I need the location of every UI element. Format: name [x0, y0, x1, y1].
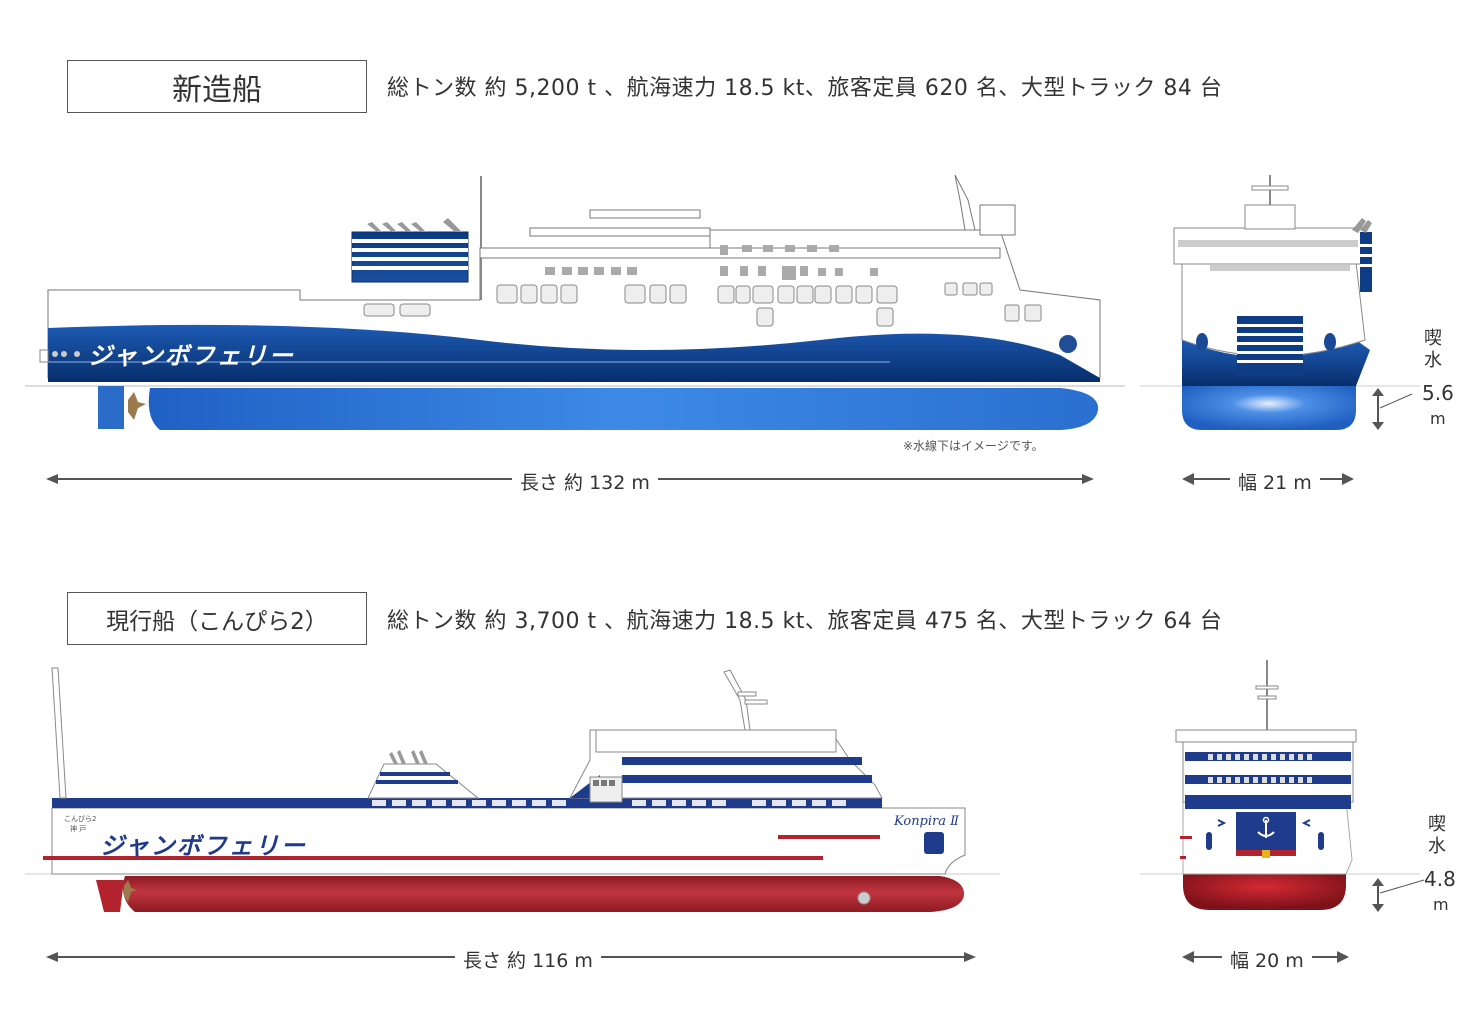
current-ship-length-label: 長さ 約 116 m: [455, 946, 601, 973]
new-ship-beam-label: 幅 21 m: [1230, 468, 1320, 495]
current-ship-draft-value: 4.8: [1424, 867, 1456, 891]
new-ship-length-label: 長さ 約 132 m: [512, 468, 658, 495]
new-ship-title-box: 新造船: [67, 60, 367, 113]
new-ship-specs: 総トン数 約 5,200 t 、航海速力 18.5 kt、旅客定員 620 名、…: [387, 76, 1223, 101]
new-ship-hull-lettering: ジャンボフェリー: [88, 342, 295, 370]
current-ship-title: 現行船（こんぴら2）: [106, 608, 328, 635]
new-ship-draft-title: 喫 水: [1424, 328, 1442, 372]
current-ship-specs: 総トン数 約 3,700 t 、航海速力 18.5 kt、旅客定員 475 名、…: [387, 609, 1223, 634]
current-ship-draft-unit: m: [1433, 895, 1449, 914]
draft-char-1: 喫: [1428, 814, 1446, 835]
new-ship-title: 新造船: [172, 72, 262, 108]
new-ship-draft-value: 5.6: [1422, 381, 1454, 405]
current-ship-beam-label: 幅 20 m: [1222, 946, 1312, 973]
current-ship-hull-lettering: ジャンボフェリー: [100, 832, 307, 860]
current-ship-script-name: Konpira Ⅱ: [894, 814, 959, 829]
current-ship-draft-title: 喫 水: [1428, 814, 1446, 858]
current-ship-port: 神 戸: [70, 825, 87, 833]
draft-char-2: 水: [1424, 350, 1442, 371]
draft-char-2: 水: [1428, 836, 1446, 857]
new-ship-draft-unit: m: [1430, 409, 1446, 428]
underwater-note: ※水線下はイメージです。: [903, 439, 1044, 453]
current-ship-stern-name: こんぴら2: [64, 815, 97, 823]
draft-char-1: 喫: [1424, 328, 1442, 349]
current-ship-title-box: 現行船（こんぴら2）: [67, 592, 367, 645]
